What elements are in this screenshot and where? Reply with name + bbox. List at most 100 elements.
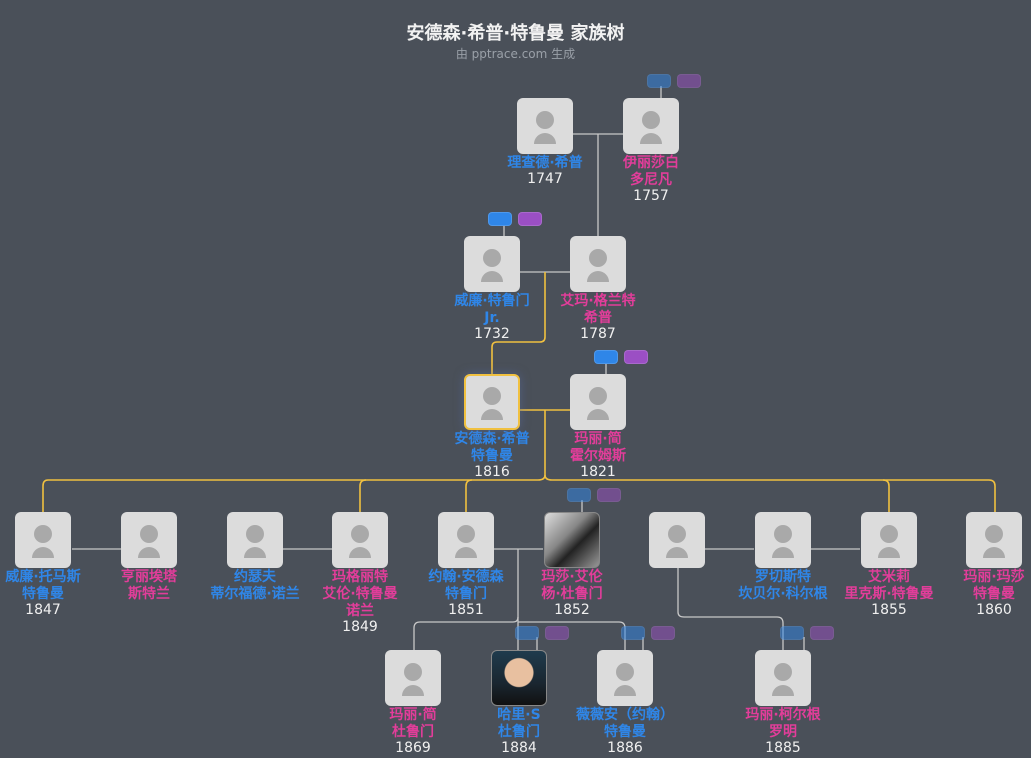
- person-placeholder-icon: [861, 512, 917, 568]
- person-card[interactable]: 理查德·希普 1747: [485, 98, 605, 187]
- father-link-tag[interactable]: [515, 626, 539, 640]
- person-placeholder-icon: [332, 512, 388, 568]
- person-photo: [544, 512, 600, 568]
- person-card[interactable]: 艾玛·格兰特 希普 1787: [538, 236, 658, 342]
- person-birth-year: 1747: [527, 171, 563, 187]
- person-card[interactable]: 约瑟夫 蒂尔福德·诺兰: [195, 512, 315, 602]
- person-placeholder-icon: [227, 512, 283, 568]
- mother-link-tag[interactable]: [651, 626, 675, 640]
- person-card[interactable]: 约翰·安德森 特鲁门 1851: [406, 512, 526, 618]
- father-link-tag[interactable]: [780, 626, 804, 640]
- person-placeholder-icon: [121, 512, 177, 568]
- focus-person-card[interactable]: 安德森·希普 特鲁曼 1816: [432, 374, 552, 480]
- person-birth-year: 1852: [554, 602, 590, 618]
- person-card[interactable]: 艾米莉 里克斯·特鲁曼 1855: [829, 512, 949, 618]
- person-birth-year: 1816: [474, 464, 510, 480]
- person-birth-year: 1732: [474, 326, 510, 342]
- mother-link-tag[interactable]: [810, 626, 834, 640]
- page-subtitle: 由 pptrace.com 生成: [455, 47, 576, 61]
- person-birth-year: 1757: [633, 188, 669, 204]
- person-placeholder-icon: [649, 512, 705, 568]
- person-name: 玛丽·简: [389, 707, 437, 723]
- person-name-line2: 特鲁门: [445, 586, 487, 602]
- person-birth-year: 1885: [765, 740, 801, 756]
- person-card[interactable]: 玛莎·艾伦 杨·杜鲁门 1852: [512, 512, 632, 618]
- person-name-line2: 杨·杜鲁门: [541, 586, 603, 602]
- person-name-line2: 斯特兰: [128, 586, 170, 602]
- father-link-tag[interactable]: [488, 212, 512, 226]
- mother-link-tag[interactable]: [518, 212, 542, 226]
- father-link-tag[interactable]: [647, 74, 671, 88]
- person-name-line3: 诺兰: [346, 603, 374, 619]
- person-birth-year: 1884: [501, 740, 537, 756]
- person-name-line2: Jr.: [484, 310, 500, 326]
- person-card[interactable]: 玛格丽特 艾伦·特鲁曼 诺兰 1849: [300, 512, 420, 635]
- person-name: 威廉·托马斯: [5, 569, 81, 585]
- person-name: 艾米莉: [868, 569, 910, 585]
- person-name: 哈里·S: [497, 707, 541, 723]
- person-placeholder-icon: [517, 98, 573, 154]
- mother-link-tag[interactable]: [545, 626, 569, 640]
- mother-link-tag[interactable]: [597, 488, 621, 502]
- person-name: 薇薇安（约翰）: [576, 707, 674, 723]
- person-name-line2: 特鲁曼: [973, 586, 1015, 602]
- person-birth-year: 1886: [607, 740, 643, 756]
- person-placeholder-icon: [464, 374, 520, 430]
- person-name-line2: 杜鲁门: [392, 724, 434, 740]
- person-name-line2: 蒂尔福德·诺兰: [210, 586, 300, 602]
- person-card[interactable]: 哈里·S 杜鲁门 1884: [459, 650, 579, 756]
- person-birth-year: 1851: [448, 602, 484, 618]
- person-card[interactable]: 玛丽·柯尔根 罗明 1885: [723, 650, 843, 756]
- person-birth-year: 1847: [25, 602, 61, 618]
- mother-link-tag[interactable]: [677, 74, 701, 88]
- person-name-line2: 罗明: [769, 724, 797, 740]
- person-card[interactable]: 玛丽·简 杜鲁门 1869: [353, 650, 473, 756]
- person-placeholder-icon: [15, 512, 71, 568]
- person-placeholder-icon: [570, 236, 626, 292]
- person-placeholder-icon: [966, 512, 1022, 568]
- person-placeholder-icon: [755, 512, 811, 568]
- person-name-line2: 坎贝尔·科尔根: [738, 586, 828, 602]
- person-placeholder-icon: [438, 512, 494, 568]
- person-placeholder-icon: [385, 650, 441, 706]
- person-card[interactable]: 伊丽莎白 多尼凡 1757: [591, 98, 711, 204]
- person-name-line2: 特鲁曼: [604, 724, 646, 740]
- person-card[interactable]: 威廉·特鲁门 Jr. 1732: [432, 236, 552, 342]
- person-name-line2: 艾伦·特鲁曼: [322, 586, 398, 602]
- person-name: 伊丽莎白: [623, 155, 679, 171]
- person-name-line2: 希普: [584, 310, 612, 326]
- father-link-tag[interactable]: [594, 350, 618, 364]
- page-title: 安德森·希普·特鲁曼 家族树: [406, 23, 625, 44]
- mother-link-tag[interactable]: [624, 350, 648, 364]
- person-birth-year: 1787: [580, 326, 616, 342]
- person-name: 玛丽·简: [574, 431, 622, 447]
- person-card[interactable]: 玛丽·简 霍尔姆斯 1821: [538, 374, 658, 480]
- person-card[interactable]: 罗切斯特 坎贝尔·科尔根: [723, 512, 843, 602]
- father-link-tag[interactable]: [567, 488, 591, 502]
- person-placeholder-icon: [464, 236, 520, 292]
- person-placeholder-icon: [623, 98, 679, 154]
- person-name: 威廉·特鲁门: [454, 293, 530, 309]
- person-photo: [491, 650, 547, 706]
- person-name: 安德森·希普: [454, 431, 530, 447]
- person-birth-year: 1860: [976, 602, 1012, 618]
- person-name-line2: 杜鲁门: [498, 724, 540, 740]
- person-birth-year: 1821: [580, 464, 616, 480]
- person-name: 玛格丽特: [332, 569, 388, 585]
- person-name-line2: 霍尔姆斯: [570, 448, 626, 464]
- person-name: 罗切斯特: [755, 569, 811, 585]
- person-card[interactable]: 威廉·托马斯 特鲁曼 1847: [0, 512, 103, 618]
- person-name: 艾玛·格兰特: [560, 293, 636, 309]
- person-birth-year: 1869: [395, 740, 431, 756]
- father-link-tag[interactable]: [621, 626, 645, 640]
- person-name: 玛丽·柯尔根: [745, 707, 821, 723]
- person-card[interactable]: 薇薇安（约翰） 特鲁曼 1886: [565, 650, 685, 756]
- person-birth-year: 1849: [342, 619, 378, 635]
- person-name: 玛丽·玛莎: [963, 569, 1025, 585]
- person-name-line2: 里克斯·特鲁曼: [844, 586, 934, 602]
- person-card[interactable]: 亨丽埃塔 斯特兰: [89, 512, 209, 602]
- person-placeholder-icon: [570, 374, 626, 430]
- person-card[interactable]: 玛丽·玛莎 特鲁曼 1860: [934, 512, 1031, 618]
- person-card[interactable]: [617, 512, 737, 568]
